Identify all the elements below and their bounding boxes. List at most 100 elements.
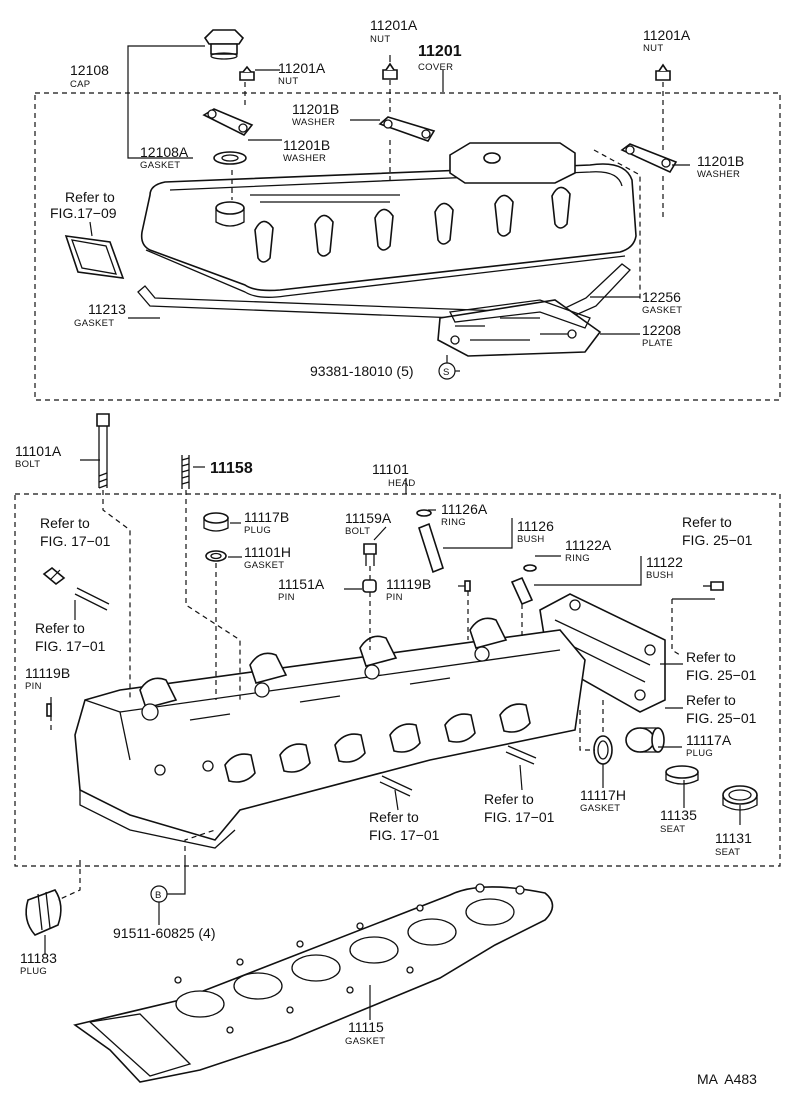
label-12208: 12208 [642, 322, 681, 338]
baffle-plate-12208 [437, 299, 602, 357]
label-11119b-left: 11119B [25, 665, 70, 681]
ref-fig-1701-c-line1: Refer to [369, 809, 419, 825]
label-11201: 11201 [418, 43, 462, 60]
label-11201a-right-desc: NUT [643, 43, 663, 54]
label-11201b-left: 11201B [283, 137, 330, 153]
label-11119b-top: 11119B [386, 576, 431, 592]
label-11117h-desc: GASKET [580, 803, 620, 814]
ref-fig-2501-a-line1: Refer to [682, 514, 732, 530]
ring-11126a [416, 509, 432, 517]
pin-11151a [362, 579, 377, 593]
label-11201b-left-desc: WASHER [283, 153, 326, 164]
nut-11201a-right [655, 63, 671, 81]
label-11117b-desc: PLUG [244, 525, 271, 536]
cover-group-box [34, 92, 781, 401]
label-11101a: 11101A [15, 443, 62, 459]
seat-11131 [722, 785, 758, 811]
label-11101h-desc: GASKET [244, 560, 284, 571]
ref-fig-1709-line2: FIG.17−09 [50, 205, 117, 221]
small-gasket-ref-1709 [64, 235, 125, 279]
ref-fig-2501-c-line2: FIG. 25−01 [686, 710, 757, 726]
label-11151a: 11151A [278, 576, 325, 592]
label-11122: 11122 [646, 554, 683, 570]
label-11115: 11115 [348, 1019, 384, 1035]
cylinder-head-cover [140, 142, 637, 298]
label-11201-desc: COVER [418, 62, 453, 73]
label-93381: 93381-18010 (5) [310, 363, 414, 379]
plug-11117a [625, 727, 665, 753]
ref-fig-1701-d-line2: FIG. 17−01 [484, 809, 555, 825]
ref-fig-1701-c-line2: FIG. 17−01 [369, 827, 440, 843]
label-11201b-right-desc: WASHER [697, 169, 740, 180]
label-11101a-desc: BOLT [15, 459, 40, 470]
label-11201b-center: 11201B [292, 101, 339, 117]
label-11122a-desc: RING [565, 553, 590, 564]
label-11201a-left: 11201A [278, 60, 326, 76]
label-11135-desc: SEAT [660, 824, 685, 835]
symbol-s: S [443, 367, 450, 378]
label-11117a: 11117A [686, 732, 732, 748]
label-11213: 11213 [88, 301, 126, 317]
gasket-12108a [213, 151, 247, 165]
bush-11122 [510, 576, 534, 606]
label-11135: 11135 [660, 807, 697, 823]
label-12108-desc: CAP [70, 79, 90, 90]
plug-11117b [203, 512, 229, 532]
bush-11126 [418, 522, 444, 574]
drawing-code: MA A483 [697, 1071, 757, 1087]
label-11159a: 11159A [345, 510, 392, 526]
label-11126-desc: BUSH [517, 534, 545, 545]
label-11117b: 11117B [244, 509, 289, 525]
label-11201a-right: 11201A [643, 27, 691, 43]
label-11201a-center: 11201A [370, 17, 418, 33]
nut-11201a-left [239, 65, 255, 81]
washer-11201b-left [202, 108, 254, 137]
label-11159a-desc: BOLT [345, 526, 370, 537]
ref-fig-2501-c-line1: Refer to [686, 692, 736, 708]
label-11201a-center-desc: NUT [370, 34, 390, 45]
oil-filler-cap [203, 29, 245, 60]
head-group-box [14, 493, 781, 867]
label-11119b-left-desc: PIN [25, 681, 42, 692]
label-11131: 11131 [715, 830, 752, 846]
ref-fig-1701-b-line2: FIG. 17−01 [35, 638, 106, 654]
label-11126: 11126 [517, 518, 554, 534]
cover-gasket-11213 [137, 263, 631, 323]
label-11101-desc: HEAD [388, 478, 416, 489]
leaders-upper [89, 45, 690, 372]
bolt-11159a [363, 543, 377, 566]
leaders-lower [44, 459, 741, 1020]
label-11151a-desc: PIN [278, 592, 295, 603]
label-11126a-desc: RING [441, 517, 466, 528]
label-11183-desc: PLUG [20, 966, 47, 977]
label-12108a: 12108A [140, 144, 189, 160]
pin-11119b-top [464, 580, 471, 592]
washer-11201b-right [620, 143, 678, 174]
ref-fig-2501-a-line2: FIG. 25−01 [682, 532, 753, 548]
pin-11119b-left [46, 703, 52, 717]
label-12256: 12256 [642, 289, 681, 305]
cylinder-head [74, 617, 586, 849]
label-11126a: 11126A [441, 501, 488, 517]
stud-ref-1701-left [74, 587, 110, 611]
label-12108a-desc: GASKET [140, 160, 180, 171]
label-91511: 91511-60825 (4) [113, 925, 215, 941]
label-11117h: 11117H [580, 787, 626, 803]
stud-11158 [181, 455, 190, 489]
gasket-12256 [449, 299, 591, 329]
ref-fig-2501-b-line2: FIG. 25−01 [686, 667, 757, 683]
gasket-11117h [593, 735, 613, 765]
label-11201b-center-desc: WASHER [292, 117, 335, 128]
label-12256-desc: GASKET [642, 305, 682, 316]
label-11122a: 11122A [565, 537, 612, 553]
label-12208-desc: PLATE [642, 338, 673, 349]
small-bolt-ref-2501 [703, 581, 724, 591]
label-11201a-left-desc: NUT [278, 76, 298, 87]
plug-11183 [25, 889, 62, 936]
head-bolt-11101a [96, 413, 110, 489]
label-11158: 11158 [210, 460, 253, 477]
label-11101: 11101 [372, 461, 409, 477]
label-11101h: 11101H [244, 544, 291, 560]
